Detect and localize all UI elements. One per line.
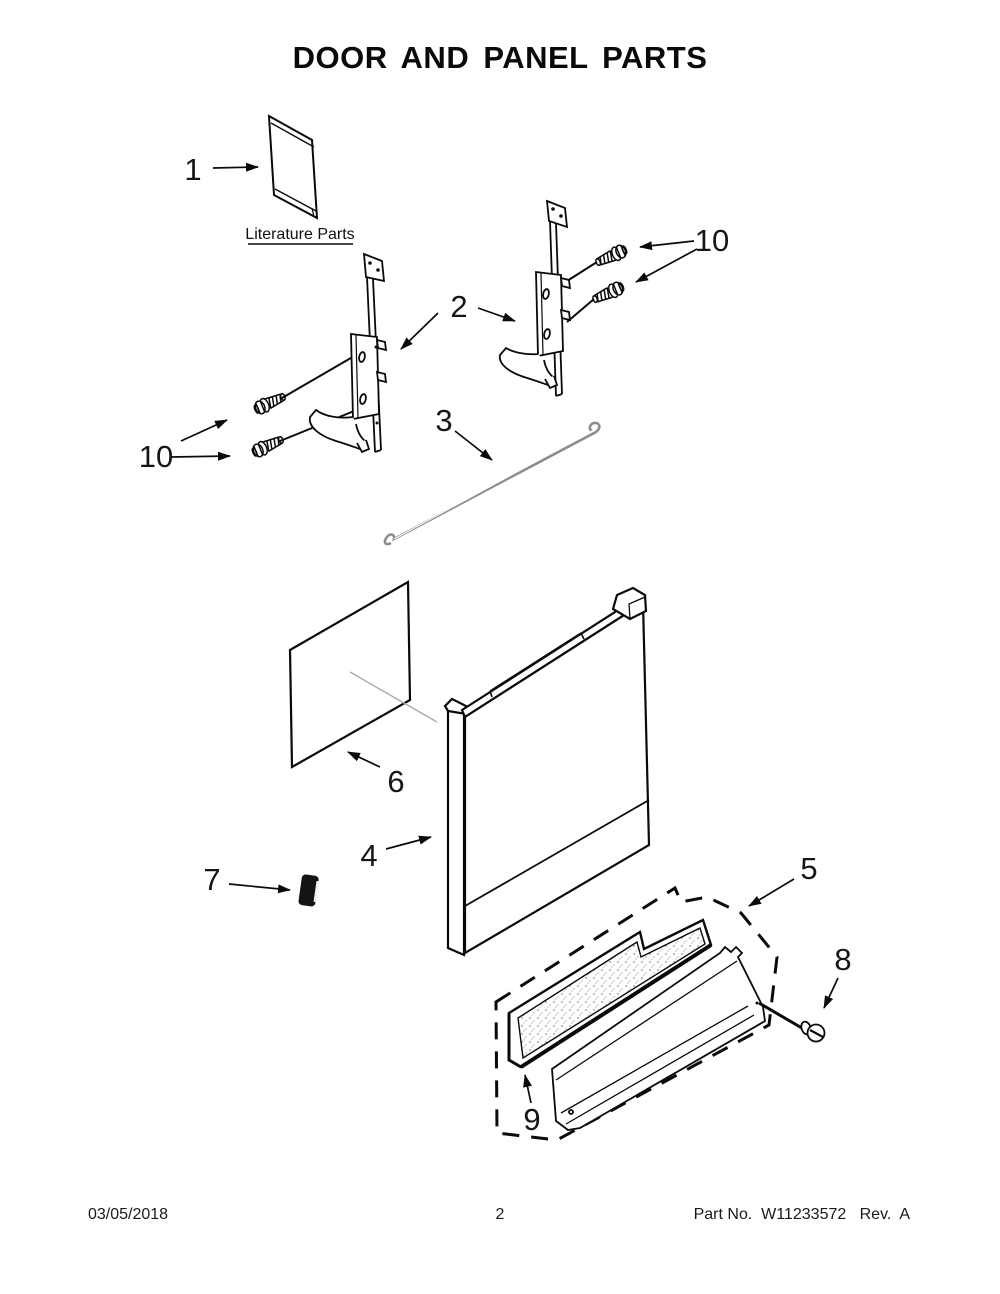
callout-5: 5 — [800, 851, 817, 886]
access-panel-screw — [758, 1001, 826, 1043]
access-panel-insulation — [507, 918, 713, 1069]
insulation-sheet — [288, 580, 438, 769]
callout-4: 4 — [360, 838, 377, 873]
hinge-left — [279, 252, 388, 454]
callout-10-right: 10 — [695, 223, 729, 258]
callout-arrows — [171, 162, 839, 1104]
footer-date: 03/05/2018 — [88, 1206, 169, 1223]
callout-7: 7 — [203, 862, 220, 897]
link-wire — [383, 421, 601, 546]
page-title: DOOR AND PANEL PARTS — [292, 40, 708, 75]
hinge-right — [498, 199, 598, 397]
callout-3: 3 — [435, 403, 452, 438]
callout-10-left: 10 — [139, 439, 173, 474]
literature-caption: Literature Parts — [245, 226, 354, 243]
callout-8: 8 — [834, 942, 851, 977]
door-panel — [443, 586, 651, 957]
footer-part-info: Part No. W11233572 Rev. A — [693, 1206, 910, 1223]
clip-vent — [298, 846, 319, 907]
callout-6: 6 — [387, 764, 404, 799]
literature-book — [267, 114, 319, 220]
assembly-dashed-outline — [494, 885, 779, 1142]
callout-2: 2 — [450, 289, 467, 324]
callout-9: 9 — [523, 1102, 540, 1137]
callout-1: 1 — [184, 152, 201, 187]
access-panel — [551, 945, 766, 1131]
footer-page-number: 2 — [495, 1206, 505, 1223]
